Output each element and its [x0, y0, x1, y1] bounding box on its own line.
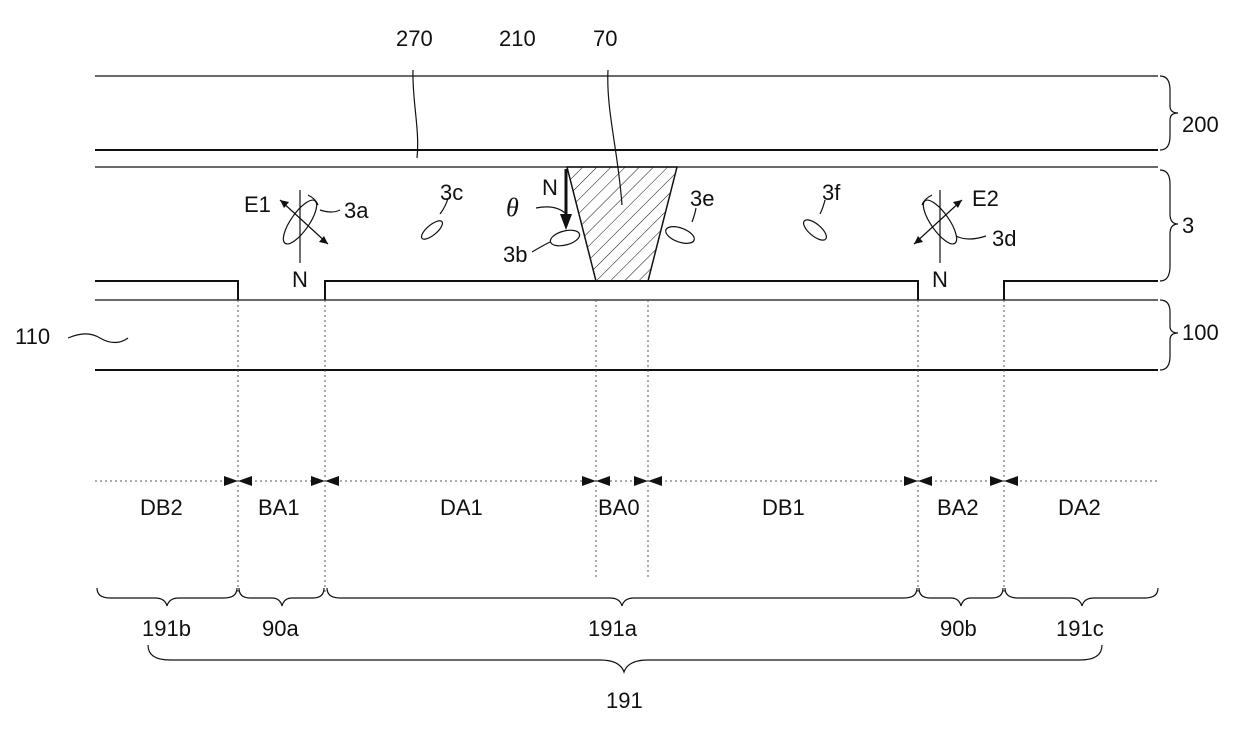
region-guides [238, 300, 1004, 592]
brace-191b [97, 588, 237, 606]
label-3: 3 [1182, 213, 1194, 238]
region-db1: DB1 [762, 495, 805, 520]
leader-270 [413, 70, 418, 158]
leader-3d [956, 236, 986, 239]
arrow-pair-918 [904, 476, 932, 486]
label-70: 70 [593, 26, 617, 51]
label-e2: E2 [972, 186, 999, 211]
spacer-70 [567, 167, 677, 281]
region-db2: DB2 [140, 495, 183, 520]
label-200: 200 [1182, 112, 1219, 137]
brace-3 [1160, 170, 1178, 281]
brace-191a [327, 588, 917, 606]
label-e1: E1 [244, 192, 271, 217]
lower-panel-100 [68, 281, 1158, 370]
arrow-pair-1004 [990, 476, 1018, 486]
label-3e: 3e [690, 186, 714, 211]
region-da1: DA1 [440, 495, 483, 520]
normal-arrow-head [560, 214, 572, 230]
electrode-191: 191 [606, 688, 643, 713]
label-110: 110 [15, 324, 50, 349]
brace-200 [1160, 76, 1178, 150]
brace-191 [148, 645, 1102, 672]
label-theta: θ [506, 193, 519, 222]
brace-90b [919, 588, 1003, 606]
lc-molecule-3c [419, 218, 445, 242]
label-n-left: N [292, 267, 308, 292]
electrode-191c-profile [1004, 281, 1158, 300]
arrow-pair-596 [582, 476, 610, 486]
arrow-pair-648 [634, 476, 662, 486]
lc-molecule-3e [664, 223, 697, 246]
electrode-191b: 191b [142, 616, 191, 641]
arrow-pair-325 [311, 476, 339, 486]
label-3a: 3a [344, 198, 369, 223]
leader-3a [320, 210, 340, 212]
label-3b: 3b [503, 242, 527, 267]
brace-100 [1160, 300, 1178, 370]
region-da2: DA2 [1058, 495, 1101, 520]
electrode-90b: 90b [940, 616, 977, 641]
lc-molecule-3b [549, 227, 582, 248]
label-n-right: N [932, 267, 948, 292]
leader-3b [532, 242, 550, 252]
upper-panel-200 [95, 76, 1158, 167]
region-ba1: BA1 [258, 495, 300, 520]
region-ba0: BA0 [598, 495, 640, 520]
brace-90a [239, 588, 324, 606]
brace-191c [1005, 588, 1158, 606]
lc-molecule-3f [800, 216, 829, 243]
label-210: 210 [499, 26, 536, 51]
field-arrow-e1 [280, 200, 328, 244]
region-dimension-line [95, 476, 1158, 486]
label-100: 100 [1182, 320, 1219, 345]
label-3c: 3c [440, 180, 463, 205]
electrode-191c: 191c [1056, 616, 1104, 641]
electrode-191b-profile [95, 281, 238, 300]
electrode-191a: 191a [588, 616, 638, 641]
leader-110 [68, 334, 128, 343]
region-ba2: BA2 [937, 495, 979, 520]
label-270: 270 [396, 26, 433, 51]
electrode-191a-profile [325, 281, 918, 300]
arrow-pair-238 [224, 476, 252, 486]
label-3f: 3f [822, 180, 841, 205]
label-3d: 3d [992, 226, 1016, 251]
electrode-90a: 90a [262, 616, 299, 641]
label-n-center: N [542, 175, 558, 200]
molecule-3a-group [278, 190, 340, 263]
theta-arc [536, 207, 566, 214]
